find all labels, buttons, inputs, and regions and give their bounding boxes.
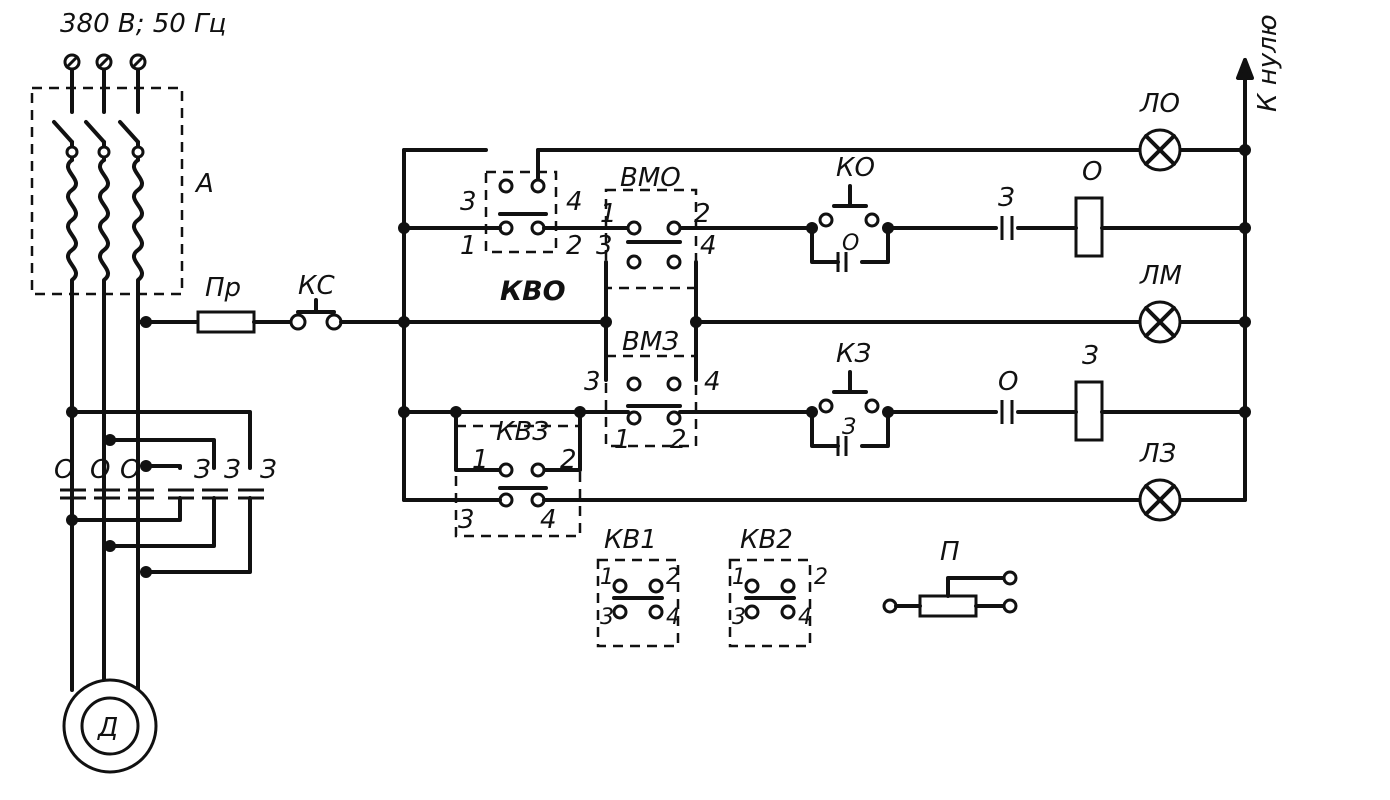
ko-button bbox=[810, 184, 890, 272]
contactor-z-3: З bbox=[260, 455, 277, 485]
kvo-pin-2: 2 bbox=[566, 231, 583, 261]
vmo-pin-2: 2 bbox=[694, 199, 711, 229]
ko-label: КО bbox=[836, 153, 875, 183]
kv2-switch bbox=[728, 558, 812, 648]
switch-p bbox=[882, 570, 1018, 618]
kvz-label: КВЗ bbox=[496, 417, 549, 447]
vmo-label: ВМО bbox=[620, 163, 681, 193]
contactor-o-1: О bbox=[54, 455, 74, 485]
vmz-pin-4: 4 bbox=[704, 367, 721, 397]
to-zero-label: К нулю bbox=[1253, 14, 1283, 112]
contact-z-1-label: З bbox=[998, 183, 1015, 213]
kz-hold-label: З bbox=[842, 415, 856, 440]
lamp-lm-label: ЛМ bbox=[1139, 261, 1182, 291]
vmz-pin-1: 1 bbox=[614, 425, 631, 455]
kvo-switch bbox=[484, 170, 558, 254]
vmz-pin-3: 3 bbox=[584, 367, 601, 397]
kvz-pin-1: 1 bbox=[472, 445, 489, 475]
lamp-lz-label: ЛЗ bbox=[1139, 439, 1176, 469]
lamp-lo-label: ЛО bbox=[1139, 89, 1180, 119]
coil-o bbox=[1074, 196, 1104, 258]
kv2-pin-2: 2 bbox=[814, 565, 828, 590]
kvz-pin-4: 4 bbox=[540, 505, 557, 535]
power-contactors bbox=[60, 298, 264, 692]
motor-label: Д bbox=[97, 713, 118, 743]
vmo-pin-3: 3 bbox=[596, 231, 613, 261]
contactor-o-3: О bbox=[120, 455, 140, 485]
kvz-switch bbox=[454, 424, 582, 538]
kz-button bbox=[810, 370, 890, 456]
stop-button-label: КС bbox=[298, 271, 335, 301]
vmz-switch bbox=[604, 354, 698, 448]
contact-o-2-label: О bbox=[998, 367, 1018, 397]
kvz-pin-2: 2 bbox=[560, 445, 577, 475]
kvo-pin-1: 1 bbox=[460, 231, 477, 261]
kvo-label: КВО bbox=[500, 276, 566, 307]
fuse-label: Пр bbox=[205, 273, 241, 303]
supply-label: 380 В; 50 Гц bbox=[60, 9, 226, 39]
coil-z-label: З bbox=[1082, 341, 1099, 371]
junction-dots bbox=[398, 144, 1251, 418]
kv1-pin-2: 2 bbox=[666, 565, 680, 590]
kv1-pin-4: 4 bbox=[666, 605, 680, 630]
kv1-label: КВ1 bbox=[604, 525, 657, 555]
vmo-pin-4: 4 bbox=[700, 231, 717, 261]
fuse bbox=[196, 310, 256, 334]
supply-terminals bbox=[63, 53, 147, 71]
contactor-z-2: З bbox=[224, 455, 241, 485]
vmo-switch bbox=[604, 188, 698, 290]
kv2-pin-1: 1 bbox=[732, 565, 746, 590]
kv1-pin-1: 1 bbox=[600, 565, 614, 590]
kvo-pin-3: 3 bbox=[460, 187, 477, 217]
vmo-pin-1: 1 bbox=[600, 199, 617, 229]
switch-box bbox=[30, 86, 184, 296]
kvz-pin-3: 3 bbox=[458, 505, 475, 535]
ko-hold-label: О bbox=[842, 231, 859, 256]
kv1-pin-3: 3 bbox=[600, 605, 614, 630]
kvo-pin-4: 4 bbox=[566, 187, 583, 217]
kz-label: КЗ bbox=[836, 339, 871, 369]
contact-o-2 bbox=[1000, 400, 1014, 424]
kv2-pin-3: 3 bbox=[732, 605, 746, 630]
vmz-pin-2: 2 bbox=[670, 425, 687, 455]
vmz-label: ВМЗ bbox=[622, 327, 679, 357]
switch-p-label: П bbox=[940, 537, 960, 567]
coil-o-label: О bbox=[1082, 157, 1102, 187]
kv2-pin-4: 4 bbox=[798, 605, 812, 630]
kv2-label: КВ2 bbox=[740, 525, 793, 555]
stop-button bbox=[289, 298, 343, 331]
thermal-elements bbox=[66, 158, 144, 332]
three-phase-switch bbox=[52, 68, 145, 162]
switch-box-label: А bbox=[194, 169, 214, 199]
contactor-z-1: З bbox=[194, 455, 211, 485]
coil-z bbox=[1074, 380, 1104, 442]
contactor-o-2: О bbox=[90, 455, 110, 485]
contact-z-1 bbox=[1000, 216, 1014, 240]
kv1-switch bbox=[596, 558, 680, 648]
